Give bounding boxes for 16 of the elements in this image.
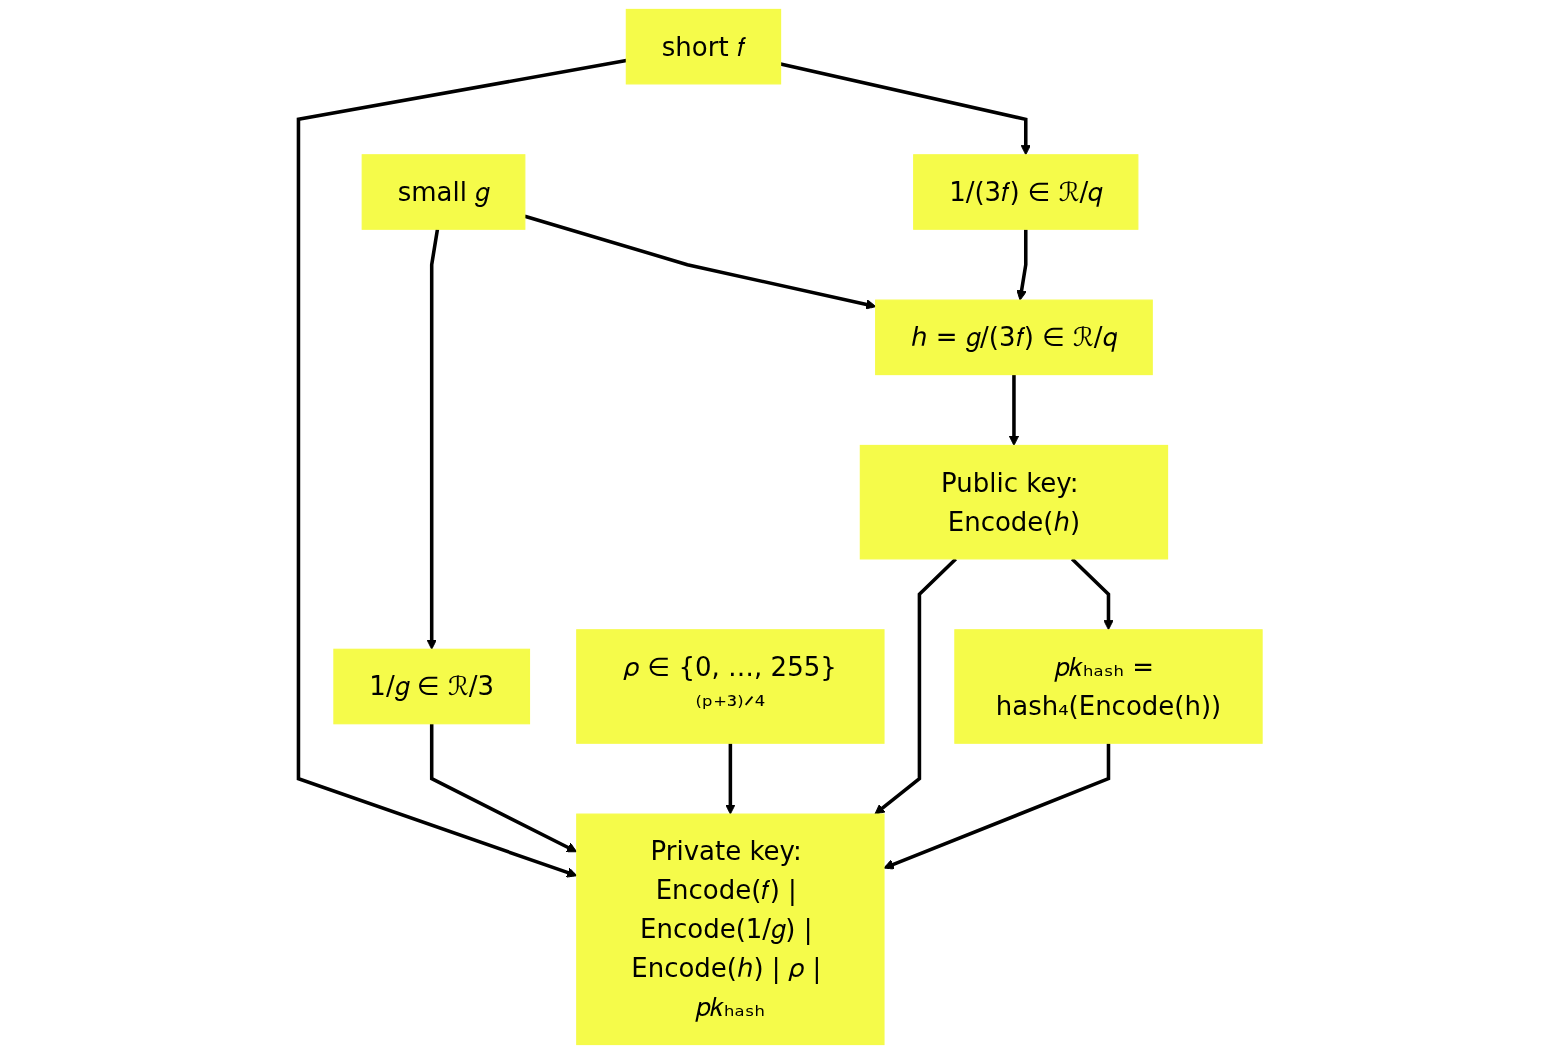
node-box: ℎ = 𝑔/(3𝑓) ∈ ℛ/𝑞: [875, 299, 1154, 376]
node-box: Private key: Encode(𝑓) | Encode(1/𝑔) | Encode(ℎ) | 𝜌 | 𝑝𝑘ₕₐₛₕ: [576, 813, 885, 1046]
arrow: [1016, 229, 1028, 301]
node-box: small 𝑔: [361, 154, 526, 230]
node-box: 𝑝𝑘ₕₐₛₕ = hash₄(Encode(h)): [954, 629, 1263, 744]
arrow: [426, 228, 440, 650]
node-box: Public key: Encode(ℎ): [859, 444, 1169, 560]
node-box: 𝜌 ∈ {0, …, 255}⁽ᵖ⁺³⁾ᐟ⁴: [576, 629, 885, 744]
arrow: [1071, 557, 1114, 631]
node-box: 1/𝑔 ∈ ℛ/3: [333, 648, 531, 725]
arrow: [780, 62, 1032, 156]
node-box: 1/(3𝑓) ∈ ℛ/𝑞: [913, 154, 1139, 230]
arrow: [1008, 374, 1020, 446]
arrow: [296, 58, 627, 878]
arrow: [874, 557, 958, 815]
arrow: [725, 743, 736, 815]
